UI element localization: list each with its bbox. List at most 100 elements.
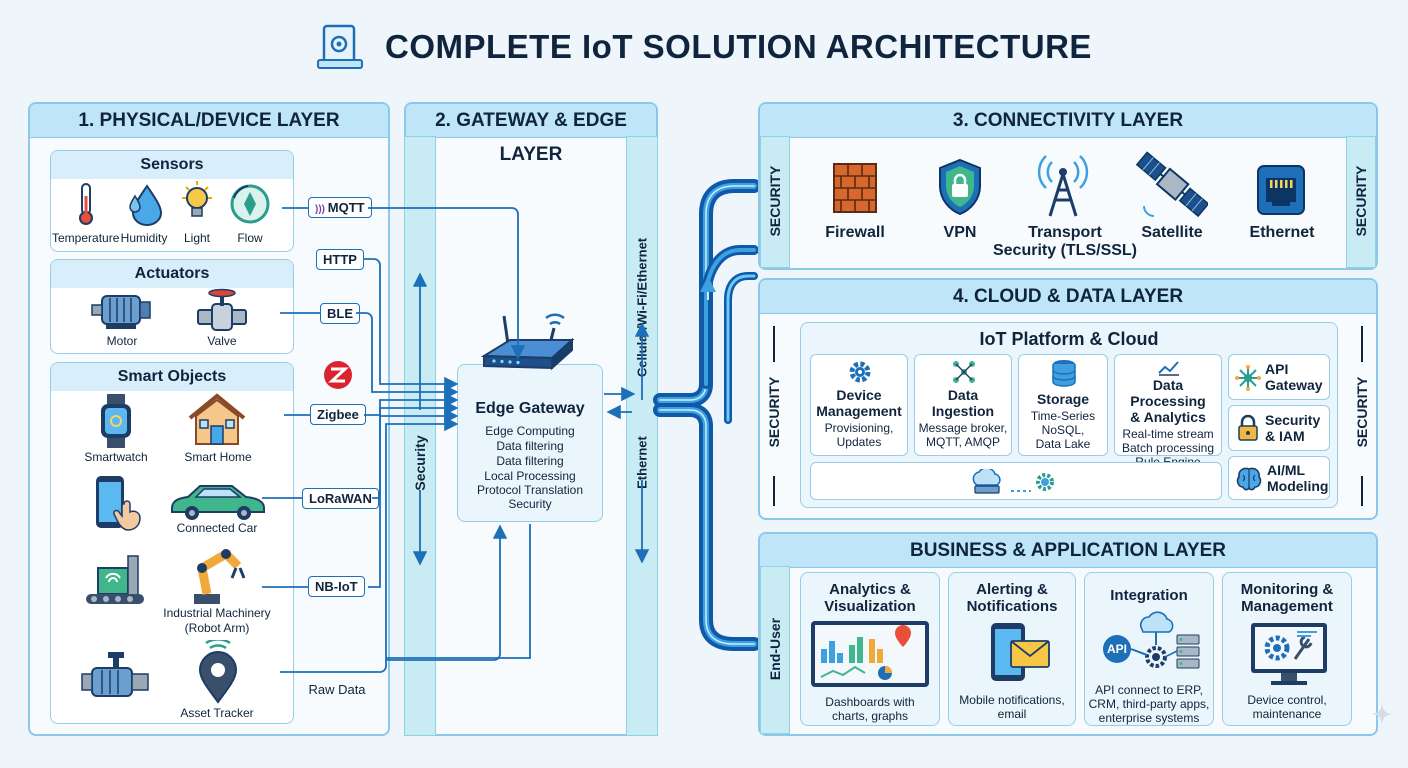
protocol-zigbee: Zigbee xyxy=(310,404,366,425)
label-industrial-machinery: Industrial Machinery xyxy=(163,606,271,620)
label-asset-tracker: Asset Tracker xyxy=(180,706,254,720)
thermometer-icon xyxy=(74,182,98,231)
valve-icon xyxy=(196,288,248,339)
security-divider-l4-left-bottom xyxy=(773,476,775,506)
motor-icon xyxy=(90,290,154,337)
card-monitoring-management: Monitoring &Management Device control,ma… xyxy=(1222,572,1352,726)
label-light: Light xyxy=(183,231,211,245)
page-title: COMPLETE IoT SOLUTION ARCHITECTURE xyxy=(385,28,1092,65)
protocol-mqtt: ))) MQTT xyxy=(308,197,372,218)
label-transport-security: Security (TLS/SSL) xyxy=(992,242,1138,259)
edge-gateway-title: Edge Gateway xyxy=(475,400,585,417)
label-valve: Valve xyxy=(207,334,237,348)
pump-icon xyxy=(80,652,152,709)
dashed-flow-icon xyxy=(1011,480,1031,498)
padlock-icon xyxy=(1237,414,1259,447)
api-integration-icon xyxy=(1099,611,1203,688)
api-hub-icon xyxy=(1235,365,1261,396)
label-ethernet: Ethernet xyxy=(1249,224,1315,241)
monitor-gear-icon xyxy=(1249,621,1329,692)
cloud-server-icon xyxy=(967,467,1007,500)
card-analytics-visualization: Analytics &Visualization Dashboards with… xyxy=(800,572,940,726)
brain-icon xyxy=(1235,465,1263,498)
humidity-drop-icon xyxy=(125,182,165,231)
satellite-icon xyxy=(1135,150,1210,225)
smart-objects-title: Smart Objects xyxy=(51,363,293,391)
security-strip-left xyxy=(404,136,436,736)
zigbee-logo-icon xyxy=(323,360,353,395)
security-label-l4-left: SECURITY xyxy=(766,376,782,448)
gateway-item-security: Security xyxy=(508,497,552,511)
security-label-l4-right: SECURITY xyxy=(1354,376,1370,448)
card-alerting-notifications: Alerting &Notifications Mobile notificat… xyxy=(948,572,1076,726)
label-humidity: Humidity xyxy=(120,231,168,245)
smart-home-icon xyxy=(186,392,248,453)
network-nodes-icon xyxy=(951,359,977,390)
vpn-shield-icon xyxy=(936,158,984,221)
card-integration: Integration API API connect to ERP,CRM, … xyxy=(1084,572,1214,726)
gear-network-icon xyxy=(1033,470,1057,499)
label-temperature: Temperature xyxy=(52,231,120,245)
sparkle-watermark-icon xyxy=(1370,702,1394,731)
smartphone-touch-icon xyxy=(94,474,144,537)
label-vpn: VPN xyxy=(943,224,977,241)
label-motor: Motor xyxy=(106,334,138,348)
iot-platform-title: IoT Platform & Cloud xyxy=(979,329,1159,349)
cellular-strip xyxy=(626,136,658,736)
label-satellite: Satellite xyxy=(1141,224,1203,241)
smartwatch-icon xyxy=(98,394,134,453)
label-smart-home: Smart Home xyxy=(184,450,252,464)
sensors-title: Sensors xyxy=(51,151,293,179)
layer1-title: 1. PHYSICAL/DEVICE LAYER xyxy=(30,104,388,138)
line-chart-icon xyxy=(1157,359,1181,382)
robot-arm-icon xyxy=(188,544,246,611)
label-robot-arm: (Robot Arm) xyxy=(184,621,250,635)
protocol-nb-iot: NB-IoT xyxy=(308,576,365,597)
database-icon xyxy=(1051,359,1077,392)
router-icon xyxy=(480,310,580,377)
smart-objects-box: Smart Objects xyxy=(50,362,294,724)
mqtt-logo-icon: ))) xyxy=(315,204,328,215)
label-connected-car: Connected Car xyxy=(176,521,258,535)
flow-icon xyxy=(228,182,272,231)
transport-tower-icon xyxy=(1036,152,1090,223)
security-strip-l3-left xyxy=(760,136,790,268)
asset-tracker-icon xyxy=(196,638,240,709)
actuators-box: Actuators xyxy=(50,259,294,354)
actuators-title: Actuators xyxy=(51,260,293,288)
layer3-title: 3. CONNECTIVITY LAYER xyxy=(760,104,1376,138)
security-label-l3-right: SECURITY xyxy=(1353,165,1369,237)
security-divider-l4-left-top xyxy=(773,326,775,362)
gateway-item-protocol-translation: Protocol Translation xyxy=(476,483,584,497)
layer2-title: 2. GATEWAY & EDGE LAYER xyxy=(406,104,656,165)
label-firewall: Firewall xyxy=(825,224,885,241)
gateway-item-local-processing: Local Processing xyxy=(484,469,576,483)
security-divider-l4-right-bottom xyxy=(1361,476,1363,506)
card-security-iam: Security& IAM xyxy=(1228,405,1330,451)
ethernet-port-icon xyxy=(1256,164,1306,221)
security-divider-l4-right-top xyxy=(1361,326,1363,362)
layer4-title: 4. CLOUD & DATA LAYER xyxy=(760,280,1376,314)
label-transport: Transport xyxy=(1028,224,1102,241)
security-label-l3-left: SECURITY xyxy=(767,165,783,237)
cloud-flow-strip xyxy=(810,462,1222,500)
gateway-item-data-filtering-1: Data filtering xyxy=(496,439,564,453)
api-badge-label: API xyxy=(1106,642,1127,656)
protocol-http: HTTP xyxy=(316,249,364,270)
gateway-item-edge-computing: Edge Computing xyxy=(485,424,575,438)
firewall-icon xyxy=(832,160,878,221)
connected-car-icon xyxy=(166,478,268,527)
layer5-title: BUSINESS & APPLICATION LAYER xyxy=(760,534,1376,568)
end-user-label: End-User xyxy=(767,617,783,681)
gear-icon xyxy=(847,359,873,390)
label-flow: Flow xyxy=(237,231,263,245)
gateway-item-data-filtering-2: Data filtering xyxy=(496,454,564,468)
protocol-ble: BLE xyxy=(320,303,360,324)
raw-data-label: Raw Data xyxy=(308,682,366,697)
